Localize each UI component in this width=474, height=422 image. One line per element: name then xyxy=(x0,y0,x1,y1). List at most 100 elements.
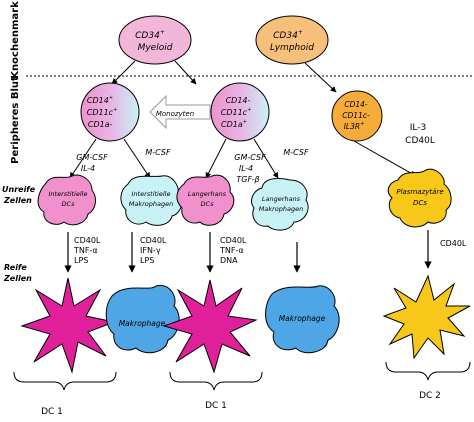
lymphoid-progenitor: CD34+ Lymphoid xyxy=(255,15,329,65)
svg-text:CD1a-: CD1a- xyxy=(88,120,113,129)
immature-langerhans-macrophage: Langerhans Makrophagen xyxy=(251,177,309,231)
stim2-line2: IFN-γ xyxy=(140,246,161,255)
factors-il3: IL-3 CD40L xyxy=(405,123,435,146)
center-marker-3: CD1a xyxy=(221,120,243,129)
svg-text:IL3R+: IL3R+ xyxy=(344,121,365,131)
pdc-label-2: DCs xyxy=(413,199,427,207)
immature-interstitial-dc: Interstitielle DCs xyxy=(37,174,96,226)
stim2-line1: CD40L xyxy=(140,236,167,245)
left-marker-3-sup: - xyxy=(110,121,113,129)
factor-il3: IL-3 xyxy=(410,123,426,133)
stimuli-1: CD40L TNF-α LPS xyxy=(73,236,101,265)
factor-gmcsf-2: GM-CSF xyxy=(234,153,266,162)
right-marker-2: CD11c- xyxy=(342,111,370,120)
pdc-label-1: Plasmazytäre xyxy=(396,188,443,196)
mature-label-2: Zellen xyxy=(3,274,32,283)
group-dc1-left: DC 1 xyxy=(41,407,63,417)
svg-text:CD14+: CD14+ xyxy=(87,95,113,105)
stim1-line2: TNF-α xyxy=(73,246,98,255)
brace-dc1-center xyxy=(169,371,263,391)
factor-mcsf-center: M-CSF xyxy=(283,148,309,157)
arrow-center-to-ldc xyxy=(205,138,227,179)
lymphoid-cd34-sup: + xyxy=(298,29,303,36)
mature-label-1: Reife xyxy=(4,263,27,272)
stim2-line3: LPS xyxy=(140,256,154,265)
imac-label-2: Makrophagen xyxy=(129,200,173,208)
macrophage-2-label: Makrophage xyxy=(279,314,326,323)
left-marker-1: CD14 xyxy=(87,96,109,105)
svg-text:CD11c+: CD11c+ xyxy=(87,107,118,117)
right-marker-1: CD14- xyxy=(344,100,368,109)
immature-label-1: Unreife xyxy=(2,185,36,194)
center-marker-2: CD11c xyxy=(221,108,248,117)
arrow-myeloid-center xyxy=(174,60,197,85)
brace-dc2 xyxy=(385,361,471,381)
factor-il4-2: IL-4 xyxy=(239,164,253,173)
immature-langerhans-dc: Langerhans DCs xyxy=(176,174,235,226)
mature-dc1-left xyxy=(20,277,116,374)
arrow-lymphoid-right xyxy=(304,62,337,93)
center-marker-2-sup: + xyxy=(247,107,251,113)
group-dc1-center: DC 1 xyxy=(205,401,227,411)
macrophage-1-label: Makrophage xyxy=(119,319,166,328)
ldc-label-2: DCs xyxy=(201,200,215,208)
left-marker-3: CD1a xyxy=(88,120,110,129)
stage-immature: Unreife Zellen xyxy=(2,185,36,205)
stim3-line1: CD40L xyxy=(220,236,247,245)
svg-text:CD11c+: CD11c+ xyxy=(221,107,252,117)
stim4-line1: CD40L xyxy=(440,239,467,248)
arrow-left-to-idc xyxy=(69,138,97,179)
lymphoid-cd34: CD34 xyxy=(273,31,298,41)
idc-label-1: Interstitielle xyxy=(49,190,88,198)
peripheral-blood-label: Peripheres Blut xyxy=(10,76,21,164)
mature-dc1-center xyxy=(162,279,258,374)
monocyte-arrow: Monozyten xyxy=(149,94,211,130)
center-marker-1: CD14- xyxy=(226,96,251,105)
arrow-right-to-pdc xyxy=(353,140,417,177)
right-marker-3: IL3R xyxy=(344,122,360,131)
myeloid-cd34-sup: + xyxy=(160,29,165,36)
factors-gmcsf-center: GM-CSF IL-4 TGF-β xyxy=(234,153,266,184)
stimuli-2: CD40L IFN-γ LPS xyxy=(140,236,167,265)
mature-dc2 xyxy=(382,274,471,360)
ldc-label-1: Langerhans xyxy=(188,190,227,198)
stimuli-3: CD40L TNF-α DNA xyxy=(219,236,247,265)
myeloid-cd34: CD34 xyxy=(135,31,160,41)
stage-mature: Reife Zellen xyxy=(3,263,32,283)
center-marker-3-sup: + xyxy=(243,119,247,125)
stim1-line3: LPS xyxy=(74,256,88,265)
right-marker-3-sup: + xyxy=(360,121,364,127)
blood-cell-left: CD14+ CD11c+ CD1a- xyxy=(80,82,140,142)
bone-marrow-label: Knochenmark xyxy=(10,1,21,79)
immature-plasmacytoid-dc: Plasmazytäre DCs xyxy=(387,168,452,228)
svg-text:CD34+: CD34+ xyxy=(135,29,165,41)
factor-cd40l-il3: CD40L xyxy=(405,136,435,146)
blood-cell-right: CD14- CD11c- IL3R+ xyxy=(331,90,383,142)
idc-label-2: DCs xyxy=(62,200,76,208)
mature-macrophage-2: Makrophage xyxy=(265,285,340,354)
stim3-line3: DNA xyxy=(220,256,238,265)
factor-il4-1: IL-4 xyxy=(81,164,95,173)
svg-text:CD34+: CD34+ xyxy=(273,29,303,41)
myeloid-label: Myeloid xyxy=(138,43,173,53)
left-marker-2: CD11c xyxy=(87,108,114,117)
lymphoid-label: Lymphoid xyxy=(270,43,314,53)
group-dc2: DC 2 xyxy=(419,391,441,401)
immature-label-2: Zellen xyxy=(3,196,32,205)
blood-cell-center: CD14- CD11c+ CD1a+ xyxy=(210,82,270,142)
svg-text:CD1a+: CD1a+ xyxy=(221,119,247,129)
factor-mcsf-left: M-CSF xyxy=(145,148,171,157)
factors-gmcsf-left: GM-CSF IL-4 xyxy=(76,153,108,173)
factor-tgfb: TGF-β xyxy=(236,175,259,184)
arrow-center-to-lmac xyxy=(253,138,279,179)
mature-macrophage-1: Makrophage xyxy=(105,284,180,354)
brace-dc1-left xyxy=(13,371,117,391)
lmac-label-2: Makrophagen xyxy=(259,205,303,213)
monocyte-label: Monozyten xyxy=(156,110,194,118)
immature-interstitial-macrophage: Interstitielle Makrophagen xyxy=(120,175,183,226)
left-marker-1-sup: + xyxy=(109,95,113,101)
myeloid-progenitor: CD34+ Myeloid xyxy=(118,15,192,65)
arrow-myeloid-left xyxy=(111,60,136,85)
